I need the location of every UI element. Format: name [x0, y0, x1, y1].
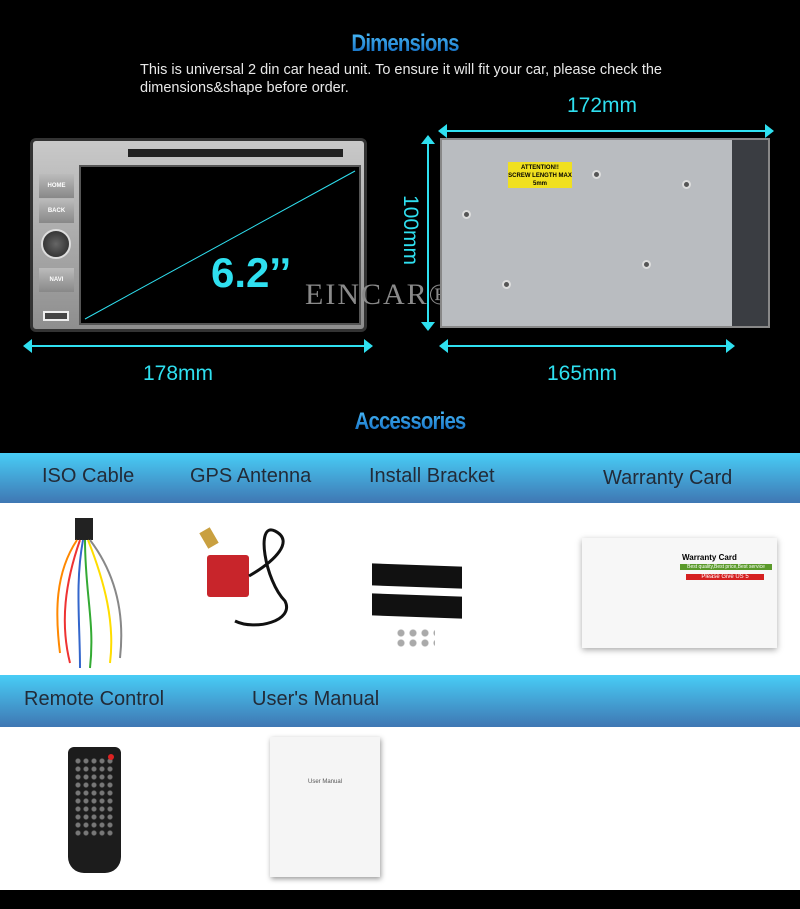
sticker-line: ATTENTION!!	[521, 165, 559, 171]
bracket-image	[372, 563, 462, 589]
accessories-images-row2: User Manual	[0, 727, 800, 890]
accessories-images-row1: Warranty Card Best quality,Best price,Be…	[0, 503, 800, 675]
label-gps-antenna: GPS Antenna	[190, 465, 312, 487]
chassis-side	[732, 140, 768, 326]
warranty-badge: Please Give US 5	[686, 574, 764, 580]
accessories-header-row1: ISO Cable GPS Antenna Install Bracket Wa…	[0, 453, 800, 503]
usb-port	[43, 311, 69, 321]
screw-hole	[592, 170, 601, 179]
gps-antenna-image	[199, 527, 289, 627]
manual-title: User Manual	[307, 779, 342, 785]
front-width-label: 178mm	[143, 362, 214, 385]
diagonal-line	[84, 170, 356, 320]
warranty-card-title: Warranty Card	[682, 553, 737, 562]
label-users-manual: User's Manual	[252, 688, 380, 710]
label-remote-control: Remote Control	[24, 688, 165, 710]
head-unit-chassis: ATTENTION!! SCREW LENGTH MAX 5mm	[440, 138, 770, 328]
top-width-arrow	[438, 124, 774, 138]
navi-button: NAVI	[39, 268, 74, 292]
screw-hole	[642, 260, 651, 269]
description-line: dimensions&shape before order.	[140, 80, 349, 96]
back-width-label: 165mm	[547, 362, 618, 385]
description-line: This is universal 2 din car head unit. T…	[140, 62, 662, 78]
bracket-image	[372, 593, 462, 619]
head-unit-front: HOME BACK NAVI 6.2’’	[30, 138, 367, 332]
screen-size-label: 6.2’’	[211, 249, 292, 296]
height-arrow	[421, 135, 435, 331]
screw-hole	[502, 280, 511, 289]
back-button: BACK	[39, 199, 74, 223]
attention-sticker: ATTENTION!! SCREW LENGTH MAX 5mm	[508, 162, 572, 188]
users-manual-image: User Manual	[270, 737, 380, 877]
power-button	[108, 754, 114, 760]
screw-hole	[682, 180, 691, 189]
accessories-title: Accessories	[283, 408, 538, 436]
eincar-watermark: EINCAR®	[305, 278, 454, 311]
top-width-label: 172mm	[567, 94, 638, 117]
warranty-card-image: Warranty Card Best quality,Best price,Be…	[582, 538, 777, 648]
dimensions-description: This is universal 2 din car head unit. T…	[140, 61, 700, 97]
screen: 6.2’’	[79, 165, 361, 325]
label-install-bracket: Install Bracket	[369, 465, 495, 487]
label-iso-cable: ISO Cable	[42, 465, 135, 487]
volume-knob	[41, 229, 71, 259]
label-warranty-card: Warranty Card	[603, 467, 733, 489]
remote-control-image	[68, 747, 121, 873]
height-label: 100mm	[399, 194, 423, 266]
warranty-banner: Best quality,Best price,Best service	[680, 564, 772, 570]
screw-hole	[462, 210, 471, 219]
sticker-line: 5mm	[532, 181, 547, 187]
sticker-line: SCREW LENGTH MAX	[508, 173, 572, 179]
accessories-header-row2: Remote Control User's Manual	[0, 675, 800, 727]
front-width-arrow	[23, 339, 373, 353]
back-width-arrow	[439, 339, 735, 353]
disc-slot	[128, 149, 343, 157]
dimensions-title: Dimensions	[278, 30, 533, 58]
screws-image	[395, 628, 435, 648]
iso-cable-image	[56, 518, 123, 669]
remote-buttons	[74, 757, 115, 837]
home-button: HOME	[39, 174, 74, 198]
